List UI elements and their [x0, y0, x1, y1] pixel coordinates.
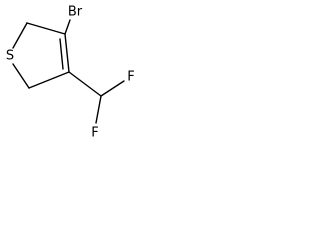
bond-c5-s [12, 63, 30, 89]
bond-s-c2 [12, 22, 28, 49]
bond-c3-c4 [64, 33, 70, 73]
bond-chf2-f-upper [100, 80, 125, 97]
atom-label-fluorine-upper: F [127, 70, 134, 85]
bond-c4-chf2 [68, 71, 102, 97]
molecule-structure-drawing: Br S F F [6, 5, 135, 141]
atom-label-fluorine-lower: F [91, 126, 98, 141]
bond-c3-br [64, 19, 71, 35]
atom-label-sulfur: S [6, 49, 14, 64]
atom-label-bromine: Br [68, 5, 83, 20]
bond-c2-c3 [26, 22, 66, 35]
bond-c4-c5 [28, 71, 70, 89]
bond-chf2-f-lower [95, 95, 102, 124]
bond-c3-c4-double [59, 38, 64, 70]
